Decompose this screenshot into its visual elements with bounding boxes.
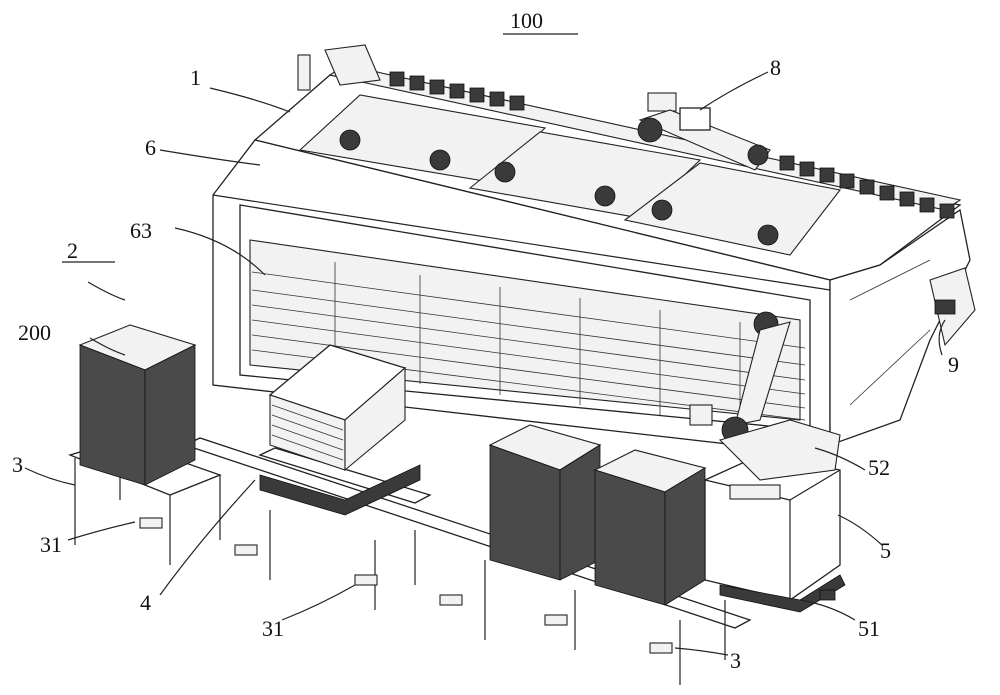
label-3-right: 3 bbox=[730, 648, 741, 673]
label-63: 63 bbox=[130, 218, 152, 243]
label-200: 200 bbox=[18, 320, 51, 345]
label-4: 4 bbox=[140, 590, 151, 615]
label-100: 100 bbox=[510, 8, 543, 33]
floor-marker bbox=[650, 643, 672, 653]
stack-200 bbox=[80, 325, 195, 485]
label-3-left: 3 bbox=[12, 452, 23, 477]
label-1: 1 bbox=[190, 65, 201, 90]
side-unit bbox=[930, 268, 975, 345]
stack-right bbox=[595, 450, 705, 605]
floor-marker bbox=[235, 545, 257, 555]
agv-cart bbox=[705, 420, 845, 612]
label-52: 52 bbox=[868, 455, 890, 480]
floor-marker bbox=[140, 518, 162, 528]
label-9: 9 bbox=[948, 352, 959, 377]
label-6: 6 bbox=[145, 135, 156, 160]
sensor-column bbox=[298, 55, 310, 90]
label-8: 8 bbox=[770, 55, 781, 80]
floor-marker bbox=[440, 595, 462, 605]
stack-mid bbox=[490, 425, 600, 580]
label-5: 5 bbox=[880, 538, 891, 563]
label-31-right: 31 bbox=[262, 616, 284, 641]
floor-marker bbox=[355, 575, 377, 585]
label-31-left: 31 bbox=[40, 532, 62, 557]
label-51: 51 bbox=[858, 616, 880, 641]
label-2: 2 bbox=[67, 238, 78, 263]
floor-marker bbox=[545, 615, 567, 625]
